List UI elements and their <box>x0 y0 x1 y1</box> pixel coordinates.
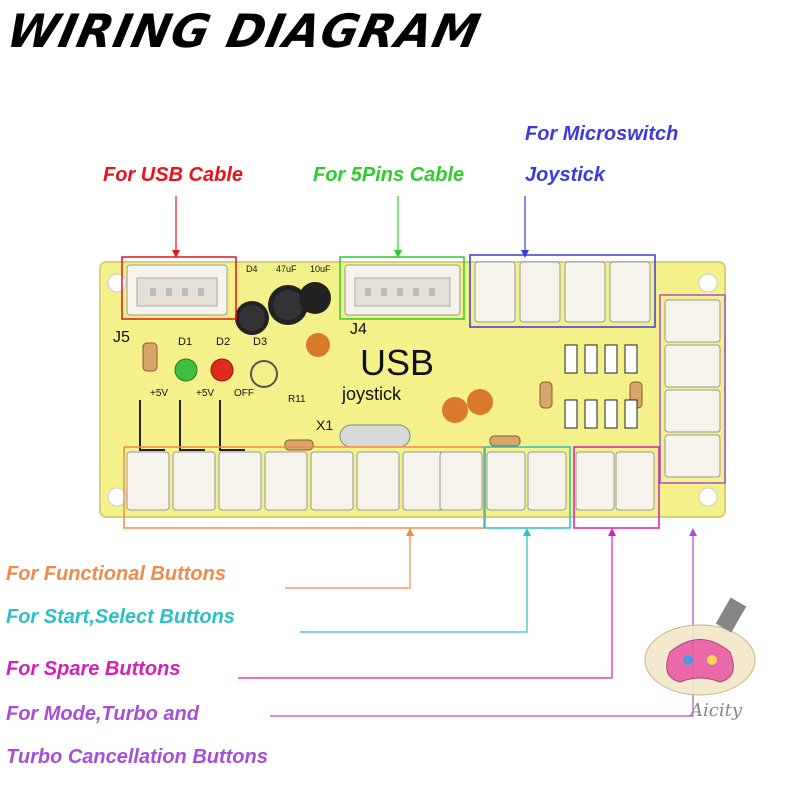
start-select-highlight-box <box>484 446 571 529</box>
j5-label: J5 <box>113 329 130 346</box>
usb-highlight-box <box>121 256 237 320</box>
usb-connector <box>126 264 228 316</box>
spare-leader <box>238 534 613 679</box>
mount-hole <box>107 487 127 507</box>
five-pin-connector <box>344 264 461 316</box>
x1-label: X1 <box>316 417 333 433</box>
usb-cable-label: For USB Cable <box>103 164 244 186</box>
mode-turbo-connectors <box>664 299 721 478</box>
ceramic-capacitor <box>467 389 493 415</box>
v1-label: +5V <box>150 388 168 399</box>
functional-buttons-label: For Functional Buttons <box>6 563 226 585</box>
arrow-heads <box>172 250 697 536</box>
functional-highlight-box <box>123 446 485 529</box>
r11-label: R11 <box>288 394 306 405</box>
mode-turbo-highlight-box <box>659 294 726 484</box>
resistor-array <box>564 344 638 429</box>
mount-hole <box>698 273 718 293</box>
j4-label: J4 <box>350 321 367 338</box>
five-pin-highlight-box <box>339 256 465 320</box>
off-label: OFF <box>234 388 254 399</box>
mount-hole <box>698 487 718 507</box>
usb-board-text: USB <box>360 342 434 383</box>
mode-turbo-label-line1: For Mode,Turbo and <box>6 703 199 725</box>
cap2-label: 10uF <box>310 264 331 274</box>
v2-label: +5V <box>196 388 214 399</box>
button-connectors <box>126 451 655 511</box>
ceramic-capacitor <box>306 333 330 357</box>
green-led <box>174 358 198 382</box>
watermark: Aicity <box>690 700 742 721</box>
start-select-label: For Start,Select Buttons <box>6 606 235 628</box>
d2-label: D2 <box>216 336 230 348</box>
five-pins-cable-label: For 5Pins Cable <box>313 164 465 186</box>
d3-outline <box>250 360 278 388</box>
electrolytic-capacitors <box>235 282 331 335</box>
joystick-connectors <box>474 261 651 323</box>
silkscreen <box>139 400 245 451</box>
d3-label: D3 <box>253 336 267 348</box>
spare-buttons-label: For Spare Buttons <box>6 658 181 680</box>
red-led <box>210 358 234 382</box>
spare-highlight-box <box>573 446 660 529</box>
ceramic-capacitor <box>442 397 468 423</box>
crystal-x1 <box>339 424 411 448</box>
functional-leader <box>285 534 411 589</box>
d1-label: D1 <box>178 336 192 348</box>
d4-label: D4 <box>246 264 258 274</box>
cap1-label: 47uF <box>276 264 297 274</box>
mode-turbo-label-line2: Turbo Cancellation Buttons <box>6 746 268 768</box>
start-select-leader <box>300 534 528 633</box>
controller-logo <box>644 597 756 696</box>
mount-hole <box>107 273 127 293</box>
mode-turbo-leader <box>270 534 694 717</box>
microswitch-highlight-box <box>469 254 656 328</box>
joystick-board-text: joystick <box>341 384 402 404</box>
microswitch-label-line2: Joystick <box>525 164 606 186</box>
microswitch-label-line1: For Microswitch <box>525 123 679 145</box>
